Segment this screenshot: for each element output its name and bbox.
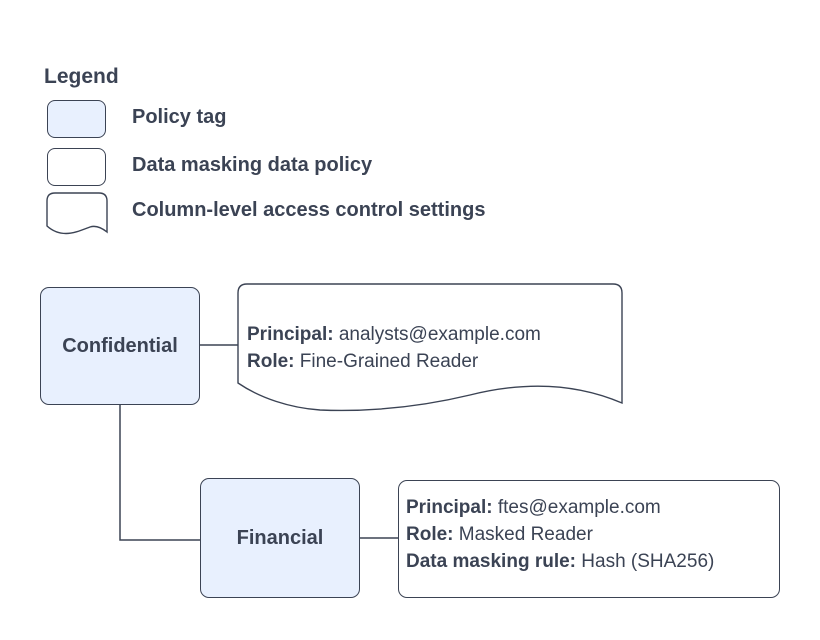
connector-confidential-to-financial [119,405,200,541]
legend-document-swatch [46,192,108,235]
legend-label-data-policy: Data masking data policy [132,154,373,176]
policy-tag-confidential-label: Confidential [62,334,178,357]
policy-tag-financial: Financial [200,478,360,598]
legend-data-policy-swatch [47,148,106,186]
legend-title: Legend [44,65,119,88]
legend-label-policy-tag: Policy tag [132,106,227,128]
policy-masking-rule-line: Data masking rule: Hash (SHA256) [406,551,715,572]
access-control-settings-text: Principal: analysts@example.com Role: Fi… [247,321,541,375]
data-masking-policy-box [398,480,780,598]
legend-document-swatch-shape [46,192,108,235]
policy-tag-financial-label: Financial [236,526,324,549]
settings-principal-line: Principal: analysts@example.com [247,324,541,345]
access-control-document-shape [237,283,623,412]
legend-label-access-control: Column-level access control settings [132,199,486,221]
legend-policy-tag-swatch [47,100,106,138]
data-masking-policy-text: Principal: ftes@example.com Role: Masked… [406,494,714,575]
settings-role-line: Role: Fine-Grained Reader [247,351,479,372]
policy-role-line: Role: Masked Reader [406,524,593,545]
policy-tag-confidential: Confidential [40,287,200,405]
policy-principal-line: Principal: ftes@example.com [406,497,661,518]
